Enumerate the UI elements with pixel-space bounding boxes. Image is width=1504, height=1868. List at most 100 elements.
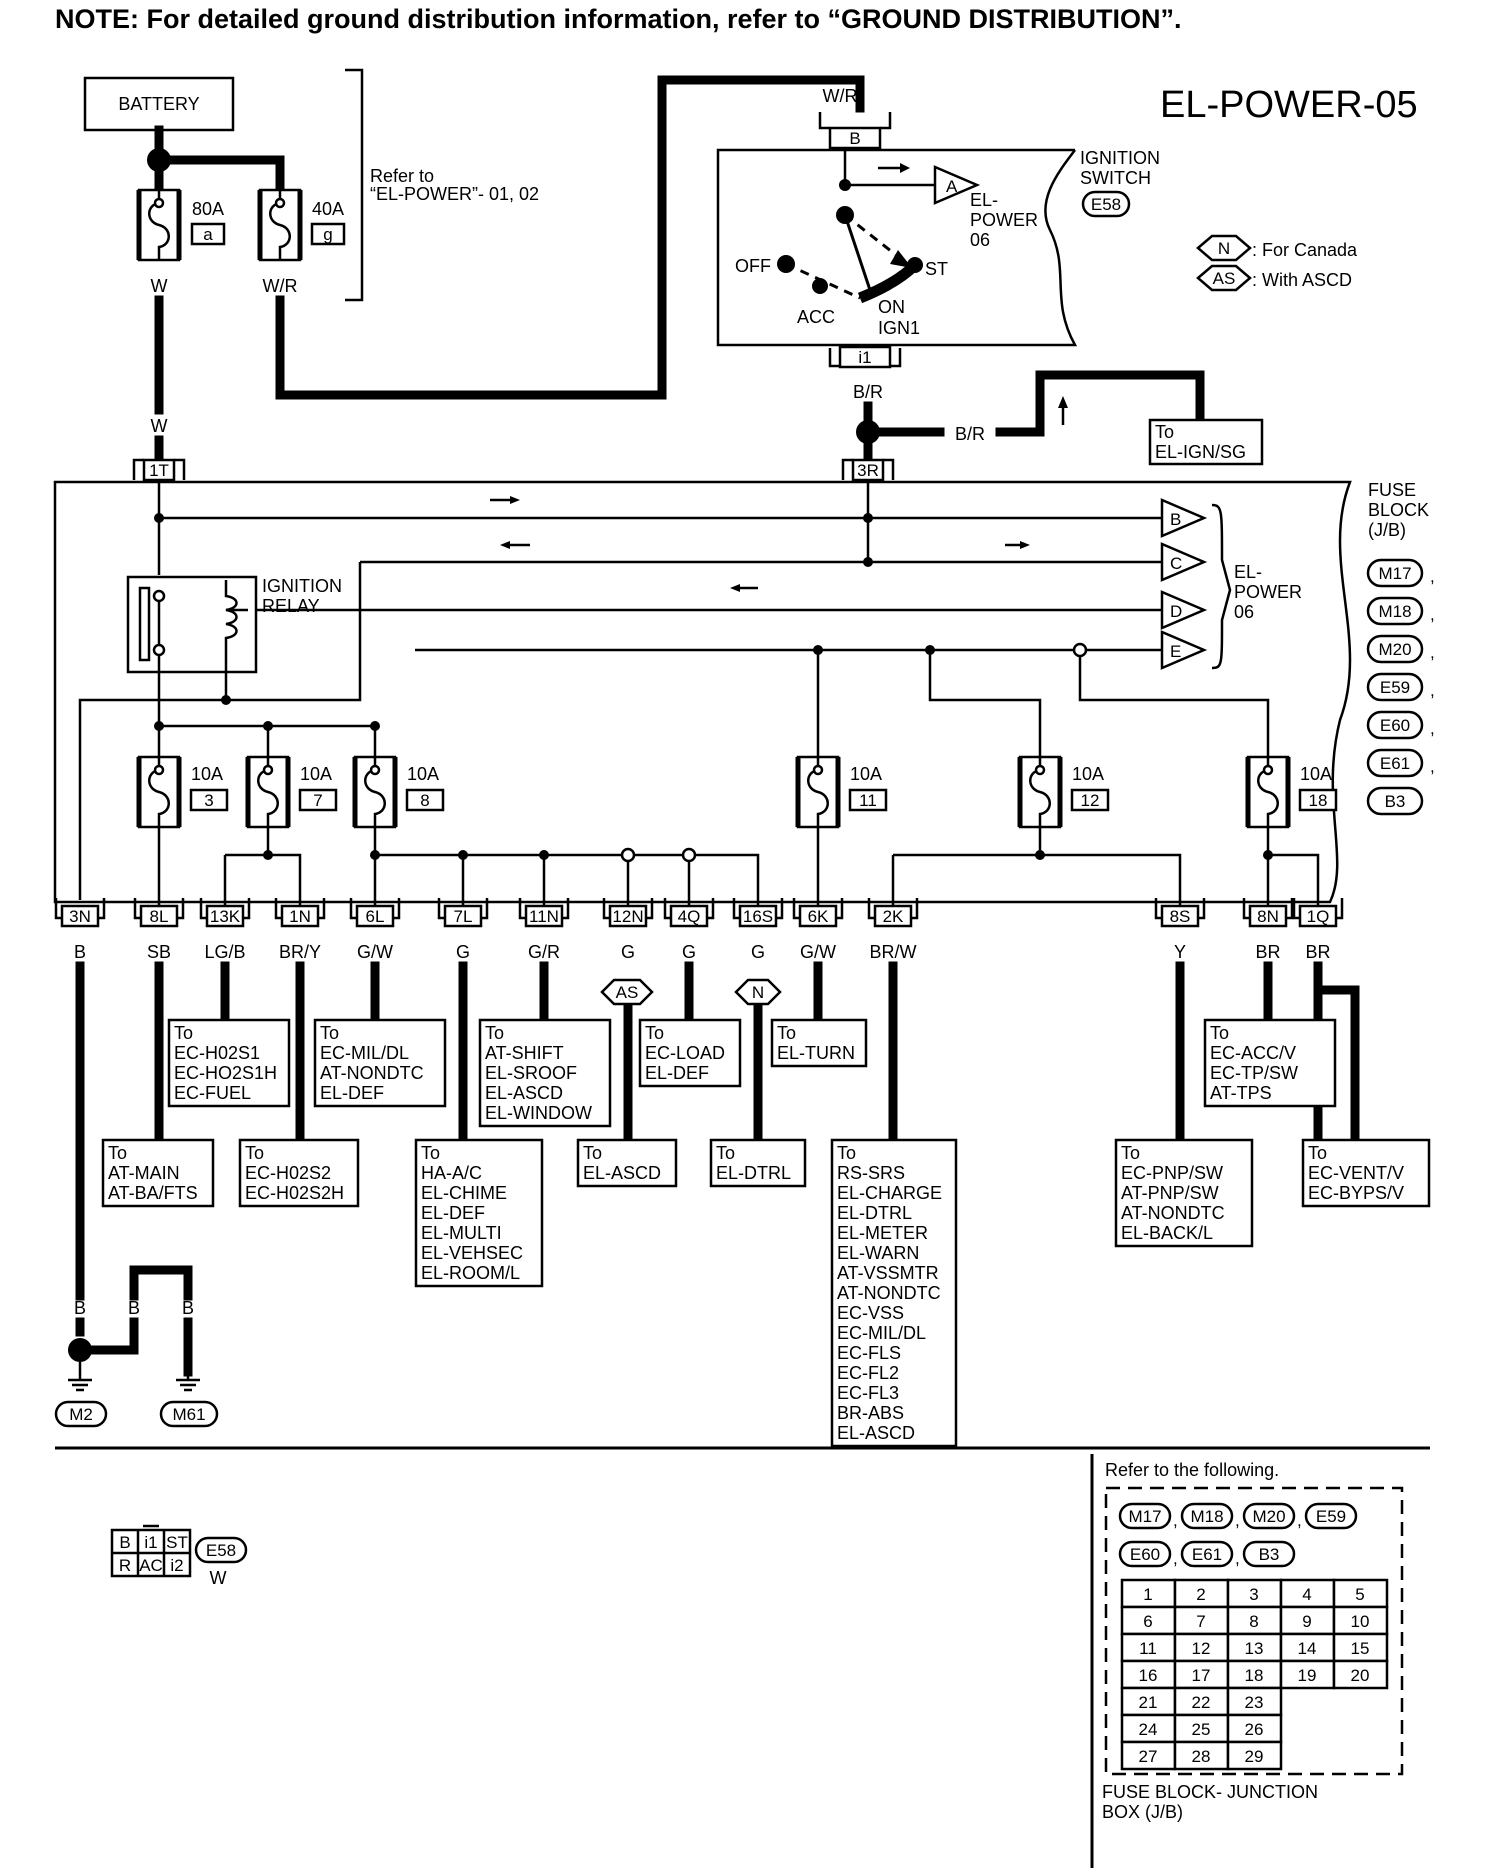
destination-line: EL-WINDOW (485, 1103, 592, 1123)
destination-line: EL-ASCD (485, 1083, 563, 1103)
destination-line: AT-PNP/SW (1121, 1183, 1219, 1203)
destination-box (576, 1138, 678, 1188)
ign-output-ref-2: POWER (970, 210, 1038, 230)
connector-cell-4: R (119, 1556, 131, 1575)
junction-cell-number: 1 (1143, 1585, 1152, 1604)
terminal-wire: G (456, 942, 470, 962)
fuse-block-connector-sep: , (1430, 719, 1435, 738)
destination-line: AT-NONDTC (837, 1283, 941, 1303)
destination-line: To (777, 1023, 796, 1043)
terminal-box (139, 904, 179, 928)
ground-m2: M2 (69, 1405, 93, 1424)
fuse-block-connector-sep: , (1430, 681, 1435, 700)
junction-cell-number: 12 (1192, 1639, 1211, 1658)
terminal-id: 11N (529, 907, 559, 926)
fuse-18 (1248, 757, 1288, 827)
terminal-id: 3N (69, 907, 91, 926)
fuse-block-label-2: BLOCK (1368, 500, 1429, 520)
junction-cell-number: 3 (1249, 1585, 1258, 1604)
destination-box (830, 1138, 958, 1448)
terminal-wire: G (682, 942, 696, 962)
refer-note-line1: Refer to (370, 166, 434, 186)
ignition-switch-terminal-i1: i1 (858, 348, 871, 367)
junction-cell-number: 23 (1245, 1693, 1264, 1712)
outputs-ref-3: 06 (1234, 602, 1254, 622)
terminal-box (60, 904, 100, 928)
junction-cell-number: 10 (1351, 1612, 1370, 1631)
fuse-amp: 10A (407, 764, 439, 784)
fuse-11 (798, 757, 838, 827)
terminal-wire: BR/Y (279, 942, 321, 962)
switch-pos-st: ST (925, 259, 948, 279)
junction-cell (1226, 1713, 1283, 1744)
junction-refer: Refer to the following. (1105, 1460, 1279, 1480)
destination-line: EL-CHIME (421, 1183, 507, 1203)
fuse-block-connector-sep: , (1430, 757, 1435, 776)
entry-terminal-3r: 3R (857, 461, 879, 480)
terminal-wire: B (74, 942, 86, 962)
destination-line: EL-TURN (777, 1043, 855, 1063)
junction-connector-sep: , (1235, 1511, 1240, 1530)
connector-face-color: W (210, 1568, 227, 1588)
connector-cell-6: i2 (170, 1556, 183, 1575)
destination-line: EL-DTRL (716, 1163, 791, 1183)
legend-text-n: : For Canada (1252, 240, 1358, 260)
destination-line: BR-ABS (837, 1403, 904, 1423)
junction-connector: E60 (1130, 1545, 1160, 1564)
destination-line: EL-CHARGE (837, 1183, 942, 1203)
destination-line: EC-TP/SW (1210, 1063, 1298, 1083)
destination-line: HA-A/C (421, 1163, 482, 1183)
fuse-block-connector: E59 (1380, 678, 1410, 697)
fuse-block-connector-oval (1366, 748, 1424, 778)
fuse-block-connector: B3 (1385, 792, 1406, 811)
destination-line: EC-FL3 (837, 1383, 899, 1403)
junction-cell (1332, 1578, 1389, 1609)
fusible-link-80a-id: a (203, 225, 213, 244)
destination-line: EL-VEHSEC (421, 1243, 523, 1263)
destination-box (313, 1018, 447, 1108)
junction-caption-1: FUSE BLOCK- JUNCTION (1102, 1782, 1318, 1802)
legend-text-as: : With ASCD (1252, 270, 1352, 290)
junction-connector-oval (1118, 1540, 1172, 1568)
destination-box (1203, 1018, 1337, 1108)
destination-line: To (1210, 1023, 1229, 1043)
fuse-block-label-3: (J/B) (1368, 520, 1406, 540)
destination-line: EC-LOAD (645, 1043, 725, 1063)
terminal-wire: G (751, 942, 765, 962)
destination-line: EL-BACK/L (1121, 1223, 1213, 1243)
destination-line: EC-ACC/V (1210, 1043, 1296, 1063)
junction-cell-number: 17 (1192, 1666, 1211, 1685)
destination-line: To (716, 1143, 735, 1163)
fusible-link-40a (260, 190, 300, 260)
connector-face-id: E58 (206, 1541, 236, 1560)
junction-connector: M17 (1128, 1507, 1161, 1526)
terminal-wire: BR (1305, 942, 1330, 962)
destination-line: EL-DEF (645, 1063, 709, 1083)
switch-pos-ign1: IGN1 (878, 318, 920, 338)
destination-line: EL-DEF (421, 1203, 485, 1223)
junction-connector-oval (1180, 1502, 1234, 1530)
ground-m61: M61 (172, 1405, 205, 1424)
entry-terminal-1t: 1T (149, 461, 169, 480)
destination-line: AT-BA/FTS (108, 1183, 198, 1203)
fuse-block-connector-sep: , (1430, 605, 1435, 624)
ground-wire-1: B (74, 1298, 86, 1318)
destination-line: To (837, 1143, 856, 1163)
fuse-number: 7 (313, 791, 322, 810)
diagram-title: EL-POWER-05 (1160, 84, 1418, 126)
terminal-id: 1Q (1307, 907, 1330, 926)
destination-line: EL-MULTI (421, 1223, 502, 1243)
fuse-number: 11 (859, 791, 877, 810)
ignition-relay-label-1: IGNITION (262, 576, 342, 596)
terminal-box (280, 904, 320, 928)
destination-line: AT-NONDTC (1121, 1203, 1225, 1223)
junction-cell-number: 25 (1192, 1720, 1211, 1739)
junction-connector-oval (1242, 1502, 1296, 1530)
destination-line: RS-SRS (837, 1163, 905, 1183)
battery (83, 76, 235, 132)
destination-line: EC-FL2 (837, 1363, 899, 1383)
destination-box (638, 1018, 742, 1088)
fuse-block-connector: M17 (1378, 564, 1411, 583)
ignition-switch-bottom-wire: B/R (853, 382, 883, 402)
terminal-box (798, 904, 838, 928)
